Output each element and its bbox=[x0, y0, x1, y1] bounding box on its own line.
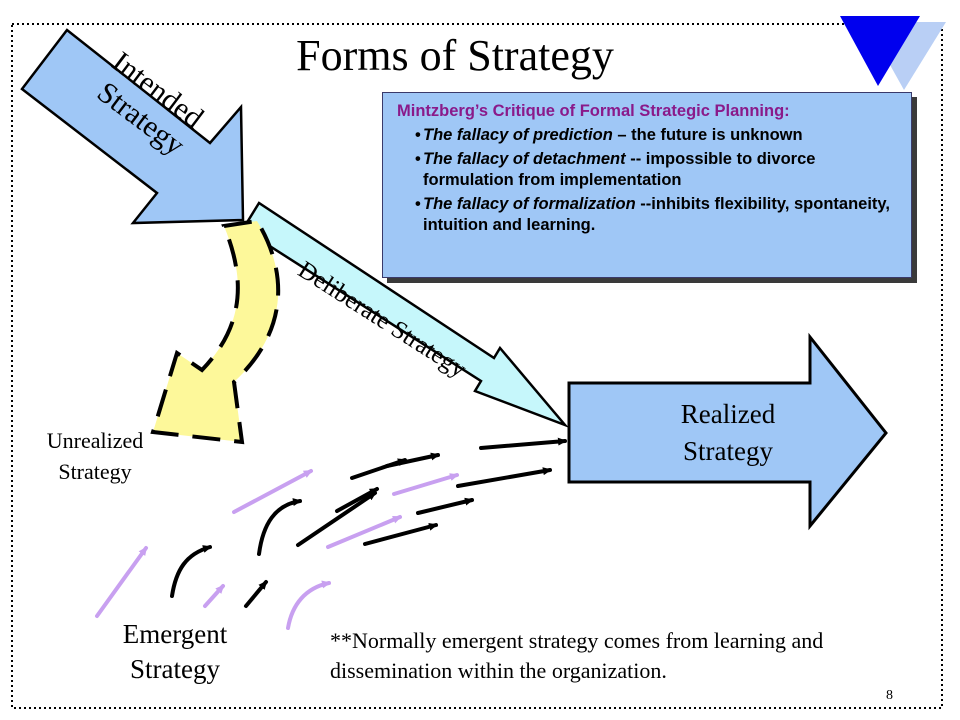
logo-triangle-front-icon bbox=[840, 16, 920, 86]
emergent-arrow bbox=[335, 487, 379, 513]
emergent-arrow bbox=[385, 452, 440, 468]
emergent-arrows-purple bbox=[95, 469, 459, 630]
emergent-arrow bbox=[363, 522, 438, 546]
emergent-arrow bbox=[95, 546, 148, 618]
emergent-arrow bbox=[326, 515, 402, 549]
critique-heading: Mintzberg’s Critique of Formal Strategic… bbox=[397, 102, 790, 120]
emergent-arrow bbox=[257, 498, 302, 556]
fallacy-description: --inhibits flexibility, spontaneity, int… bbox=[423, 195, 890, 234]
realized-strategy-arrow bbox=[567, 332, 888, 531]
critique-box: Mintzberg’s Critique of Formal Strategic… bbox=[382, 92, 912, 278]
fallacy-name: The fallacy of prediction bbox=[423, 126, 613, 144]
slide-border bbox=[11, 23, 943, 709]
realized-label-line2: Strategy bbox=[683, 436, 773, 466]
unrealized-strategy-label: Unrealized Strategy bbox=[20, 425, 170, 487]
unrealized-label-line1: Unrealized bbox=[46, 428, 144, 453]
realized-strategy-label: Realized Strategy bbox=[628, 396, 828, 470]
page-title: Forms of Strategy bbox=[296, 31, 614, 80]
fallacy-description: -- impossible to divorce formulation fro… bbox=[423, 150, 816, 189]
fallacy-name: The fallacy of detachment bbox=[423, 150, 626, 168]
emergent-arrow bbox=[392, 473, 459, 496]
page-number: 8 bbox=[886, 688, 893, 703]
deliberate-strategy-arrow bbox=[241, 201, 570, 428]
emergent-arrow bbox=[479, 437, 567, 450]
emergent-arrow bbox=[232, 469, 313, 514]
emergent-label-line2: Strategy bbox=[130, 654, 220, 684]
fallacy-description: – the future is unknown bbox=[612, 126, 803, 144]
unrealized-strategy-arrow bbox=[150, 218, 281, 445]
critique-list: The fallacy of prediction – the future i… bbox=[397, 125, 901, 236]
emergent-arrow bbox=[203, 584, 225, 608]
emergent-arrow bbox=[416, 497, 474, 515]
footnote: **Normally emergent strategy comes from … bbox=[330, 628, 824, 683]
emergent-arrow bbox=[456, 467, 552, 488]
intended-strategy-arrow bbox=[20, 28, 245, 225]
critique-item: The fallacy of prediction – the future i… bbox=[415, 125, 901, 146]
unrealized-label-line2: Strategy bbox=[58, 459, 132, 484]
emergent-arrow bbox=[170, 545, 212, 598]
emergent-strategy-label: Emergent Strategy bbox=[90, 617, 260, 687]
critique-item: The fallacy of detachment -- impossible … bbox=[415, 149, 901, 191]
fallacy-name: The fallacy of formalization bbox=[423, 195, 636, 213]
emergent-arrow bbox=[296, 491, 377, 547]
emergent-arrow bbox=[244, 580, 268, 608]
emergent-arrow bbox=[286, 580, 331, 630]
realized-label-line1: Realized bbox=[680, 399, 776, 429]
emergent-label-line1: Emergent bbox=[122, 619, 228, 649]
emergent-arrows-black bbox=[170, 437, 567, 608]
critique-item: The fallacy of formalization --inhibits … bbox=[415, 194, 901, 236]
